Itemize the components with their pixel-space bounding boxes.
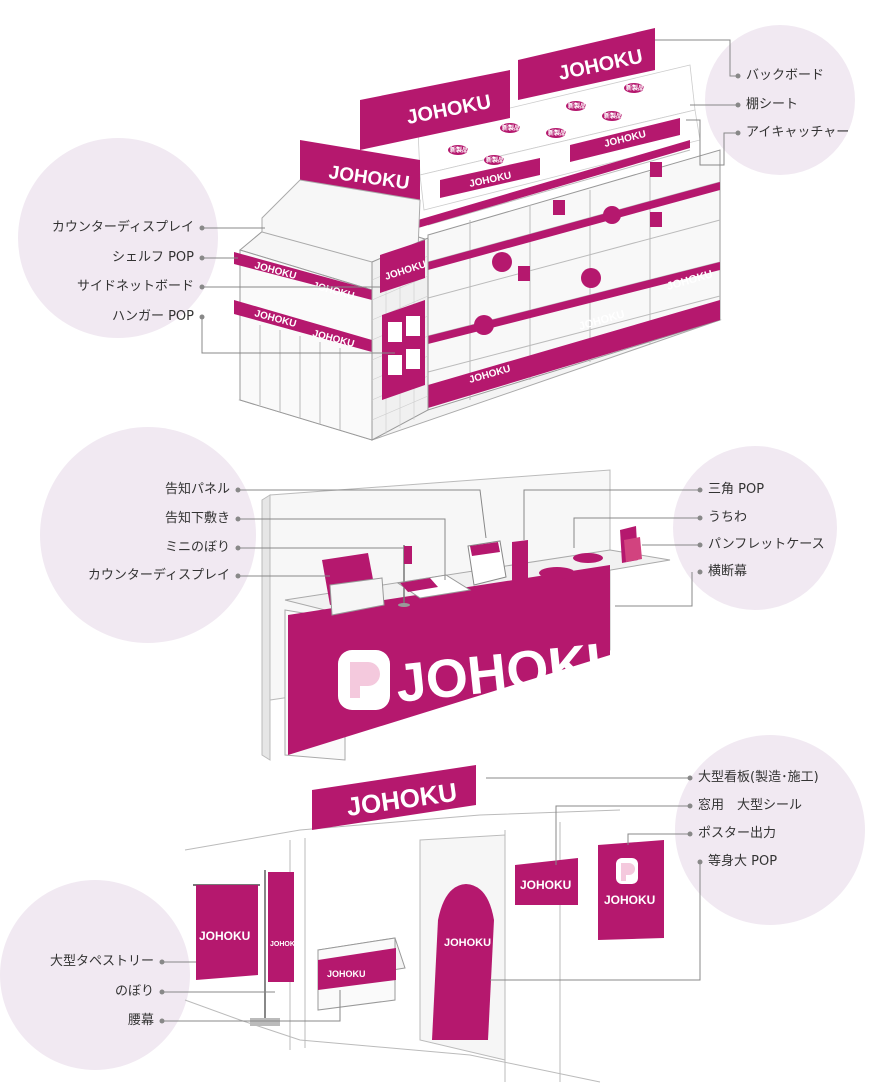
label-counter-display: カウンターディスプレイ (51, 220, 194, 235)
label-poster-print: ポスター出力 (698, 826, 777, 841)
new-product-tag-1: 新製品 (450, 146, 468, 154)
bubble-shelf-right (705, 25, 855, 175)
new-product-tag-5: 新製品 (486, 156, 504, 164)
label-horizontal-banner: 横断幕 (708, 564, 748, 579)
label-eye-catcher: アイキャッチャー (746, 125, 850, 140)
label-tapestry: 大型タペストリー (49, 954, 154, 969)
label-side-net-board: サイドネットボード (76, 279, 194, 294)
label-window-sticker: 窓用 大型シール (698, 798, 803, 813)
label-hanger-pop: ハンガー POP (111, 309, 194, 324)
label-shelf-sheet: 棚シート (746, 97, 799, 112)
bubble-counter-left (40, 427, 256, 643)
label-triangle-pop: 三角 POP (708, 482, 765, 497)
label-notice-mat: 告知下敷き (164, 511, 230, 526)
label-life-size-pop: 等身大 POP (708, 854, 778, 869)
leader-dots (159, 73, 741, 1024)
label-notice-panel: 告知パネル (164, 482, 230, 497)
nobori-logo: JOHOKU (270, 941, 300, 948)
new-product-tag-6: 新製品 (548, 129, 566, 137)
bubble-front-right (675, 735, 865, 925)
label-mini-flag: ミニのぼり (164, 540, 230, 555)
label-shelf-pop: シェルフ POP (111, 250, 194, 265)
store-shelf-illustration (234, 28, 722, 441)
counter-illustration (261, 469, 671, 761)
label-uchiwa: うちわ (708, 510, 748, 525)
tapestry-logo: JOHOKU (199, 929, 250, 943)
bubble-counter-right (673, 446, 837, 610)
storefront-illustration (184, 765, 664, 1083)
storefront-logos: JOHOKU JOHOKU JOHOKU JOHOKU JOHOKU JOHOK… (199, 777, 655, 979)
bubble-shelf-left (18, 138, 218, 338)
poster-logo: JOHOKU (604, 893, 655, 907)
waist-curtain-logo: JOHOKU (327, 969, 366, 979)
label-back-board: バックボード (746, 68, 825, 83)
new-product-tag-4: 新製品 (626, 84, 644, 92)
label-nobori: のぼり (114, 984, 154, 999)
bubble-backgrounds (0, 25, 865, 1070)
new-product-tag-7: 新製品 (604, 112, 622, 120)
bubble-front-left (0, 880, 190, 1070)
label-counter-display-2: カウンターディスプレイ (87, 568, 230, 583)
label-pamphlet-case: パンフレットケース (708, 537, 825, 552)
leader-lines (162, 39, 738, 1022)
new-product-tag-3: 新製品 (568, 102, 586, 110)
new-product-tag-2: 新製品 (502, 124, 520, 132)
label-large-signboard: 大型看板(製造･施工) (698, 770, 819, 785)
window-sticker-logo: JOHOKU (520, 878, 571, 892)
label-waist-curtain: 腰幕 (127, 1013, 154, 1028)
life-size-pop-logo: JOHOKU (444, 937, 491, 949)
